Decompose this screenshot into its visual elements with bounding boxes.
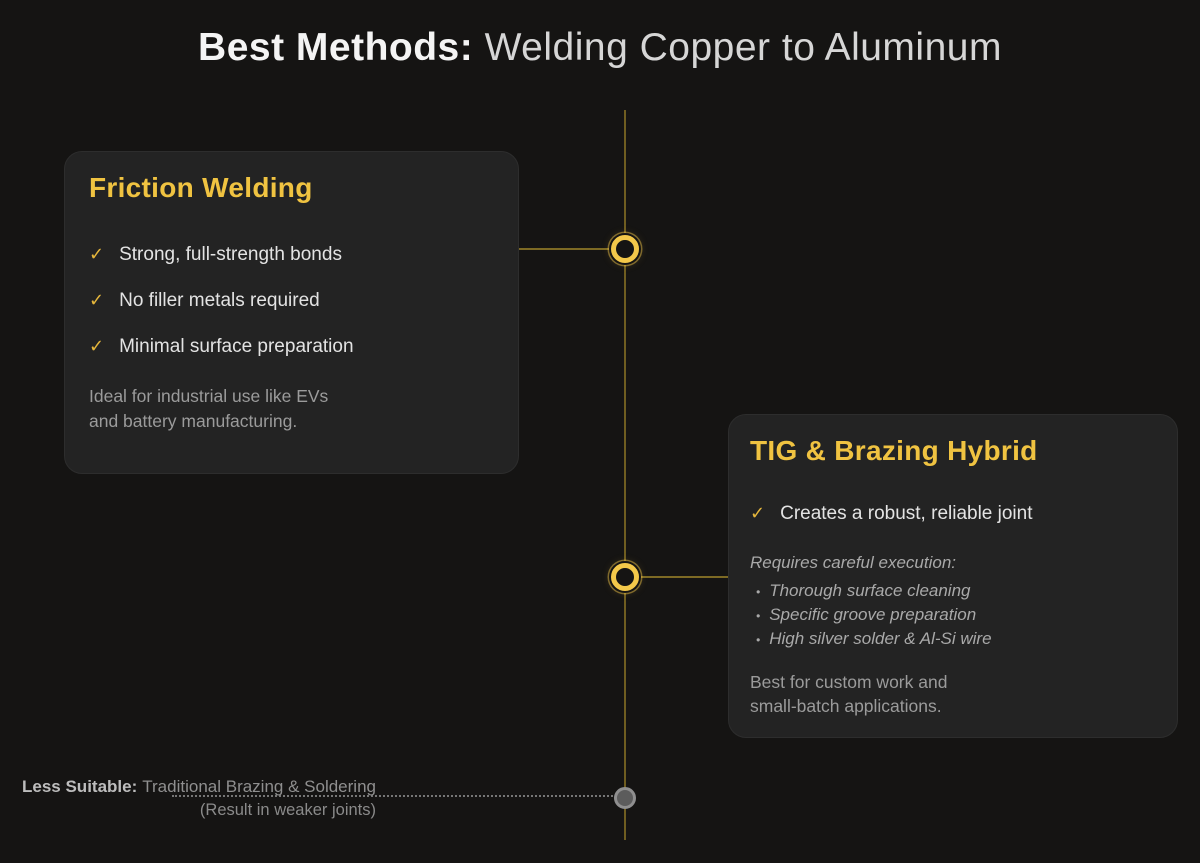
page-title: Best Methods: Welding Copper to Aluminum: [0, 26, 1200, 70]
caution-item: • High silver solder & Al-Si wire: [756, 627, 1156, 651]
list-item-label: Minimal surface preparation: [119, 336, 354, 357]
card-title-tig-brazing: TIG & Brazing Hybrid: [750, 435, 1038, 466]
caution-item: • Thorough surface cleaning: [756, 579, 1156, 603]
connector-tig-brazing: [625, 576, 729, 578]
check-icon: ✓: [89, 336, 105, 356]
caution-item-label: Thorough surface cleaning: [769, 581, 971, 601]
caution-title: Requires careful execution:: [750, 553, 957, 572]
list-item: ✓ Strong, full-strength bonds: [89, 244, 494, 266]
bullet-icon: •: [756, 609, 761, 624]
caution-item: • Specific groove preparation: [756, 603, 1156, 627]
caution-item-label: High silver solder & Al-Si wire: [769, 629, 992, 649]
list-item-label: Creates a robust, reliable joint: [780, 503, 1033, 524]
card-tig-brazing-hybrid: TIG & Brazing Hybrid ✓ Creates a robust,…: [728, 414, 1178, 738]
caution-item-label: Specific groove preparation: [769, 605, 977, 625]
check-icon: ✓: [89, 290, 105, 310]
caution-list: • Thorough surface cleaning • Specific g…: [750, 579, 1156, 651]
less-suitable-line: Less Suitable:Traditional Brazing & Sold…: [22, 777, 376, 797]
tig-benefit-list: ✓ Creates a robust, reliable joint: [750, 503, 1156, 525]
less-suitable-text: Traditional Brazing & Soldering: [142, 777, 376, 796]
list-item-label: Strong, full-strength bonds: [119, 244, 342, 265]
less-suitable-label: Less Suitable:: [22, 777, 138, 796]
timeline-node-less-suitable-icon: [614, 787, 636, 809]
friction-benefit-list: ✓ Strong, full-strength bonds ✓ No fille…: [89, 244, 494, 358]
bullet-icon: •: [756, 585, 761, 600]
check-icon: ✓: [89, 244, 105, 264]
card-note-friction: Ideal for industrial use like EVs and ba…: [89, 386, 329, 431]
less-suitable-note: Less Suitable:Traditional Brazing & Sold…: [22, 777, 376, 820]
card-note-tig: Best for custom work and small-batch app…: [750, 671, 948, 717]
less-suitable-subtext: (Result in weaker joints): [199, 801, 376, 819]
card-friction-welding: Friction Welding ✓ Strong, full-strength…: [64, 151, 519, 474]
list-item-label: No filler metals required: [119, 290, 320, 311]
timeline-line: [624, 110, 626, 840]
dotted-connector-less-suitable: [172, 795, 613, 797]
connector-friction-welding: [519, 248, 625, 250]
list-item: ✓ Creates a robust, reliable joint: [750, 503, 1156, 525]
timeline-node-tig-icon: [611, 563, 639, 591]
list-item: ✓ Minimal surface preparation: [89, 336, 494, 358]
card-title-friction-welding: Friction Welding: [89, 172, 313, 203]
bullet-icon: •: [756, 633, 761, 648]
page-title-rest: Welding Copper to Aluminum: [484, 26, 1002, 69]
page-title-emphasis: Best Methods:: [198, 26, 474, 69]
list-item: ✓ No filler metals required: [89, 290, 494, 312]
caution-block: Requires careful execution: • Thorough s…: [750, 551, 1156, 652]
timeline-node-friction-icon: [611, 235, 639, 263]
check-icon: ✓: [750, 503, 766, 523]
